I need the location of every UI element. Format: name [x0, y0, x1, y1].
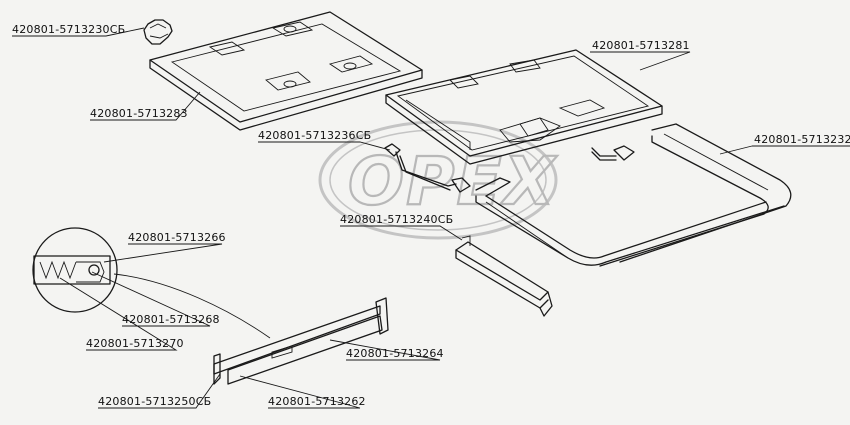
- label-handle: 420801-5713236СБ: [258, 129, 371, 142]
- seal-frame-part: [475, 123, 792, 267]
- label-spring-housing: 420801-5713270: [86, 337, 184, 350]
- label-spring: 420801-5713266: [128, 231, 226, 244]
- label-cap: 420801-5713230СБ: [12, 23, 125, 36]
- label-lid: 420801-5713283: [90, 107, 188, 120]
- label-bracket: 420801-5713240СБ: [340, 213, 453, 226]
- cap-part: [143, 19, 173, 45]
- bracket-part: [455, 235, 553, 317]
- spring-detail: [32, 227, 271, 339]
- support-bar-part: [213, 297, 389, 385]
- label-rod: 420801-5713262: [268, 395, 366, 408]
- watermark-text: OPEX: [348, 143, 558, 220]
- lid-part: [149, 11, 423, 131]
- label-seal-frame: 420801-5713232: [754, 133, 850, 146]
- frame-part: [385, 49, 663, 165]
- label-frame: 420801-5713281: [592, 39, 690, 52]
- label-bar: 420801-5713264: [346, 347, 444, 360]
- leader-lines: [12, 27, 850, 409]
- label-support: 420801-5713250СБ: [98, 395, 211, 408]
- part-labels: 420801-5713230СБ 420801-5713283 420801-5…: [12, 23, 850, 408]
- watermark: OPEX: [318, 120, 558, 240]
- handle-part: [384, 143, 635, 193]
- label-pin: 420801-5713268: [122, 313, 220, 326]
